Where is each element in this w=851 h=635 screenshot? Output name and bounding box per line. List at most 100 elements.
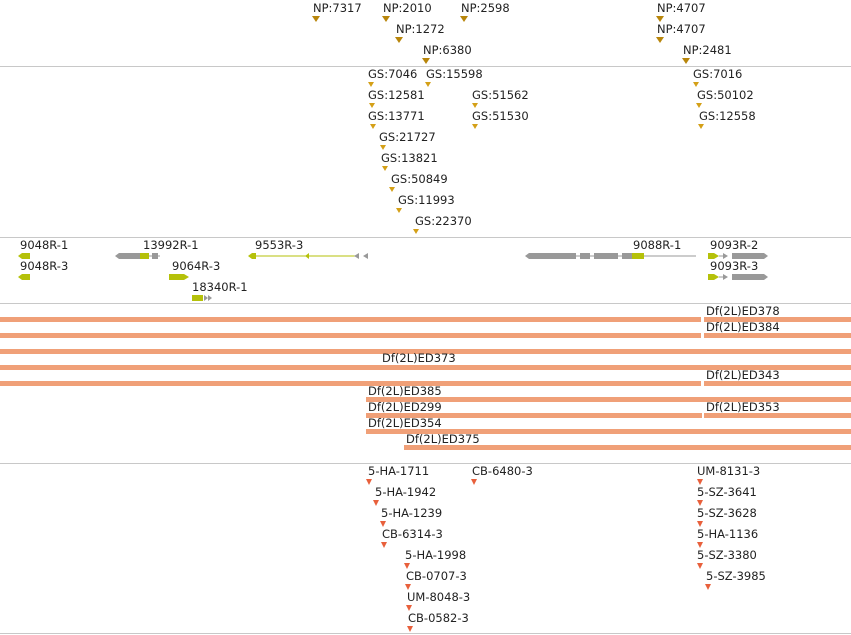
deficiency-label[interactable]: Df(2L)ED385 — [368, 384, 442, 398]
gs-label[interactable]: GS:22370 — [415, 214, 472, 228]
insertion-marker-icon[interactable] — [697, 500, 703, 506]
insertion-marker-icon[interactable] — [366, 479, 372, 485]
gs-label[interactable]: GS:12558 — [699, 109, 756, 123]
gs-marker-icon[interactable] — [698, 124, 704, 129]
insertion-marker-icon[interactable] — [381, 542, 387, 548]
gene-label[interactable]: 9048R-3 — [20, 259, 69, 273]
insertion-label[interactable]: 5-HA-1136 — [697, 527, 759, 541]
insertion-marker-icon[interactable] — [697, 563, 703, 569]
insertion-label[interactable]: 5-SZ-3628 — [697, 506, 757, 520]
gene-label[interactable]: 13992R-1 — [143, 238, 199, 252]
gs-label[interactable]: GS:13821 — [381, 151, 438, 165]
gs-marker-icon[interactable] — [472, 124, 478, 129]
insertion-label[interactable]: 5-SZ-3641 — [697, 485, 757, 499]
np-marker-icon[interactable] — [422, 58, 430, 64]
np-label[interactable]: NP:4707 — [657, 1, 706, 15]
np-marker-icon[interactable] — [395, 37, 403, 43]
gene-model-13992r-1[interactable] — [115, 253, 160, 259]
insertion-label[interactable]: CB-0707-3 — [406, 569, 467, 583]
deficiency-bar-ed378[interactable] — [704, 317, 851, 322]
gs-marker-icon[interactable] — [380, 145, 386, 150]
np-label[interactable]: NP:4707 — [657, 22, 706, 36]
gs-marker-icon[interactable] — [369, 103, 375, 108]
np-label[interactable]: NP:7317 — [313, 1, 362, 15]
gs-marker-icon[interactable] — [693, 82, 699, 87]
gene-label[interactable]: 9088R-1 — [633, 238, 682, 252]
deficiency-bar-ed353[interactable] — [704, 413, 851, 418]
gene-model-9064r-3[interactable] — [169, 274, 189, 280]
gs-label[interactable]: GS:12581 — [368, 88, 425, 102]
deficiency-label[interactable]: Df(2L)ED343 — [706, 368, 780, 382]
insertion-marker-icon[interactable] — [697, 542, 703, 548]
gene-model-9553r-3[interactable] — [248, 253, 368, 259]
deficiency-bar[interactable] — [0, 349, 851, 354]
gs-marker-icon[interactable] — [370, 124, 376, 129]
gs-label[interactable]: GS:51530 — [472, 109, 529, 123]
gene-label[interactable]: 9093R-2 — [710, 238, 759, 252]
np-marker-icon[interactable] — [312, 16, 320, 22]
np-marker-icon[interactable] — [460, 16, 468, 22]
gs-label[interactable]: GS:7046 — [368, 67, 418, 81]
deficiency-bar-ed343[interactable] — [704, 381, 851, 386]
deficiency-label[interactable]: Df(2L)ED373 — [382, 351, 456, 365]
insertion-marker-icon[interactable] — [471, 479, 477, 485]
np-marker-icon[interactable] — [382, 16, 390, 22]
np-marker-icon[interactable] — [656, 37, 664, 43]
gs-marker-icon[interactable] — [413, 229, 419, 234]
deficiency-bar[interactable] — [0, 333, 701, 338]
np-label[interactable]: NP:1272 — [396, 22, 445, 36]
deficiency-bar-ed299[interactable] — [366, 413, 702, 418]
gs-marker-icon[interactable] — [396, 208, 402, 213]
gs-label[interactable]: GS:50102 — [697, 88, 754, 102]
insertion-marker-icon[interactable] — [697, 479, 703, 485]
insertion-label[interactable]: 5-HA-1942 — [375, 485, 437, 499]
gene-model-9048r-1[interactable] — [18, 253, 30, 259]
insertion-label[interactable]: 5-HA-1998 — [405, 548, 467, 562]
deficiency-bar[interactable] — [0, 317, 701, 322]
deficiency-label[interactable]: Df(2L)ED353 — [706, 400, 780, 414]
gs-label[interactable]: GS:21727 — [379, 130, 436, 144]
gs-marker-icon[interactable] — [368, 82, 374, 87]
insertion-marker-icon[interactable] — [405, 584, 411, 590]
gs-label[interactable]: GS:11993 — [398, 193, 455, 207]
gene-model-9088r-1[interactable] — [525, 253, 696, 259]
gs-marker-icon[interactable] — [472, 103, 478, 108]
insertion-marker-icon[interactable] — [404, 563, 410, 569]
gene-model-18340r-1[interactable] — [192, 295, 212, 301]
deficiency-bar-ed384[interactable] — [704, 333, 851, 338]
insertion-label[interactable]: CB-6314-3 — [382, 527, 443, 541]
deficiency-label[interactable]: Df(2L)ED384 — [706, 320, 780, 334]
deficiency-label[interactable]: Df(2L)ED299 — [368, 400, 442, 414]
gs-label[interactable]: GS:51562 — [472, 88, 529, 102]
insertion-marker-icon[interactable] — [380, 521, 386, 527]
np-label[interactable]: NP:2010 — [383, 1, 432, 15]
insertion-marker-icon[interactable] — [406, 605, 412, 611]
insertion-label[interactable]: 5-SZ-3380 — [697, 548, 757, 562]
gs-marker-icon[interactable] — [696, 103, 702, 108]
np-label[interactable]: NP:2481 — [683, 43, 732, 57]
gene-model-9048r-3[interactable] — [18, 274, 30, 280]
insertion-label[interactable]: UM-8131-3 — [697, 464, 761, 478]
np-marker-icon[interactable] — [682, 58, 690, 64]
insertion-label[interactable]: 5-HA-1711 — [368, 464, 430, 478]
gene-label[interactable]: 9048R-1 — [20, 238, 69, 252]
deficiency-bar-ed354[interactable] — [366, 429, 851, 434]
insertion-label[interactable]: 5-HA-1239 — [381, 506, 443, 520]
np-label[interactable]: NP:2598 — [461, 1, 510, 15]
gs-label[interactable]: GS:15598 — [426, 67, 483, 81]
gs-label[interactable]: GS:13771 — [368, 109, 425, 123]
deficiency-bar-ed375[interactable] — [404, 445, 851, 450]
deficiency-bar[interactable] — [0, 365, 851, 370]
insertion-label[interactable]: CB-0582-3 — [408, 611, 469, 625]
deficiency-bar[interactable] — [0, 381, 701, 386]
deficiency-label[interactable]: Df(2L)ED378 — [706, 304, 780, 318]
gs-marker-icon[interactable] — [389, 187, 395, 192]
insertion-marker-icon[interactable] — [373, 500, 379, 506]
insertion-label[interactable]: UM-8048-3 — [407, 590, 471, 604]
gene-label[interactable]: 9093R-3 — [710, 259, 759, 273]
gene-label[interactable]: 9064R-3 — [172, 259, 221, 273]
insertion-label[interactable]: 5-SZ-3985 — [706, 569, 766, 583]
insertion-marker-icon[interactable] — [697, 521, 703, 527]
deficiency-label[interactable]: Df(2L)ED375 — [406, 432, 480, 446]
gene-model-9093r-3[interactable] — [708, 274, 768, 280]
